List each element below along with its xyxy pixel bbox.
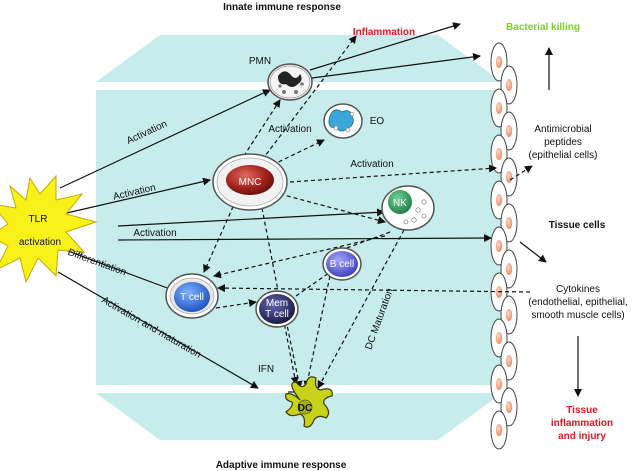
tissue-cell-nucleus bbox=[505, 125, 513, 137]
cell-label-t: T cell bbox=[180, 292, 204, 303]
tissue-cell bbox=[500, 341, 518, 381]
cell-label-pmn: PMN bbox=[249, 56, 271, 67]
arrow-tlr-to-pmn bbox=[59, 89, 271, 189]
arrow-mnc-to-inflammation bbox=[261, 35, 357, 161]
label-activation-epithelial: Activation bbox=[350, 159, 393, 170]
tissue-cell-nucleus bbox=[495, 102, 503, 114]
tlr-line1: TLR bbox=[29, 214, 48, 225]
arrow-bcell-to-dc bbox=[303, 275, 331, 389]
eo-cell bbox=[323, 103, 363, 139]
label-activation-tissue: Activation bbox=[133, 228, 176, 239]
arrow-memt-to-bcell bbox=[295, 267, 337, 297]
arrow-nk-to-dc bbox=[317, 229, 405, 389]
arrow-mnc-to-pmn bbox=[239, 99, 281, 163]
tissue-cell-nucleus bbox=[505, 79, 513, 91]
label-ifn: IFN bbox=[258, 364, 274, 375]
cell-label-mnc: MNC bbox=[239, 177, 262, 188]
arrow-nk-to-tcell bbox=[213, 235, 386, 279]
tissue-cell-nucleus bbox=[495, 194, 503, 206]
cytokines-line3: smooth muscle cells) bbox=[531, 310, 624, 321]
antimicrobial-line3: (epithelial cells) bbox=[529, 150, 598, 161]
tissue-cell-nucleus bbox=[505, 401, 513, 413]
tissue-cell-nucleus bbox=[505, 171, 513, 183]
outcome-injury-line2: inflammation bbox=[551, 418, 613, 429]
dc-cell bbox=[285, 376, 333, 428]
antimicrobial-line1: Antimicrobial bbox=[534, 124, 591, 135]
t-cell bbox=[165, 273, 219, 319]
tissue-cell-column bbox=[490, 42, 518, 450]
header-title: Innate immune response bbox=[223, 2, 341, 13]
arrow-mnc-to-tcell bbox=[203, 199, 237, 273]
mnc-cell bbox=[212, 153, 288, 211]
arrow-tlr-to-tissue bbox=[117, 234, 492, 243]
arrow-tlr-to-dc bbox=[57, 271, 259, 389]
cell-label-eo: EO bbox=[370, 116, 385, 127]
label-activation-eo: Activation bbox=[268, 124, 311, 135]
arrow-nk-to-bcell bbox=[335, 231, 391, 254]
arrow-tissue-to-epithelial bbox=[509, 165, 533, 181]
cell-label-dc: DC bbox=[298, 403, 312, 414]
tissue-cell-nucleus bbox=[495, 424, 503, 436]
cell-label-nk: NK bbox=[393, 198, 407, 209]
arrow-pmn-to-inflammation-right bbox=[311, 52, 481, 79]
outcome-bacterial-killing: Bacterial killing bbox=[506, 22, 580, 33]
outcome-injury-line3: and injury bbox=[558, 431, 606, 442]
antimicrobial-line2: peptides bbox=[544, 137, 582, 148]
cell-label-mem-2: T cell bbox=[265, 309, 289, 320]
cytokines-line2: (endothelial, epithelial, bbox=[528, 297, 628, 308]
tissue-cell-nucleus bbox=[495, 332, 503, 344]
arrow-tissue-to-tcell bbox=[217, 284, 531, 293]
tissue-cell-nucleus bbox=[505, 217, 513, 229]
outcome-inflammation: Inflammation bbox=[353, 27, 415, 38]
tissue-cell-nucleus bbox=[495, 378, 503, 390]
text-labels: Innate immune response Adaptive immune r… bbox=[19, 2, 628, 471]
cell-label-b: B cell bbox=[330, 259, 354, 270]
cytokines-line1: Cytokines bbox=[556, 284, 600, 295]
nk-cell bbox=[381, 185, 435, 231]
tlr-line2: activation bbox=[19, 237, 61, 248]
arrow-memt-to-dc bbox=[285, 319, 303, 389]
tissue-cell-nucleus bbox=[495, 240, 503, 252]
pmn-cell bbox=[267, 63, 313, 101]
tlr-burst bbox=[0, 174, 98, 284]
cell-label-mem-1: Mem bbox=[266, 298, 288, 309]
tissue-cell-nucleus bbox=[495, 56, 503, 68]
arrow-mnc-to-dc bbox=[261, 207, 299, 385]
tissue-cell bbox=[490, 410, 508, 450]
arrow-pmn-to-bacterial bbox=[309, 22, 461, 71]
tissue-cell-nucleus bbox=[505, 309, 513, 321]
footer-title: Adaptive immune response bbox=[216, 460, 347, 471]
arrow-tlr-to-mnc bbox=[57, 177, 211, 216]
b-cell bbox=[322, 247, 362, 281]
arrow-tlr-to-nk bbox=[117, 208, 385, 227]
arrow-tlr-to-tcell bbox=[59, 247, 179, 294]
tissue-title: Tissue cells bbox=[549, 220, 606, 231]
mem-t-cell bbox=[255, 290, 299, 328]
tissue-cell-nucleus bbox=[495, 148, 503, 160]
tissue-cell-nucleus bbox=[505, 263, 513, 275]
tissue-cell-nucleus bbox=[505, 355, 513, 367]
outcome-injury-line1: Tissue bbox=[566, 405, 598, 416]
arrow-tissue-to-cytokines bbox=[519, 241, 547, 263]
